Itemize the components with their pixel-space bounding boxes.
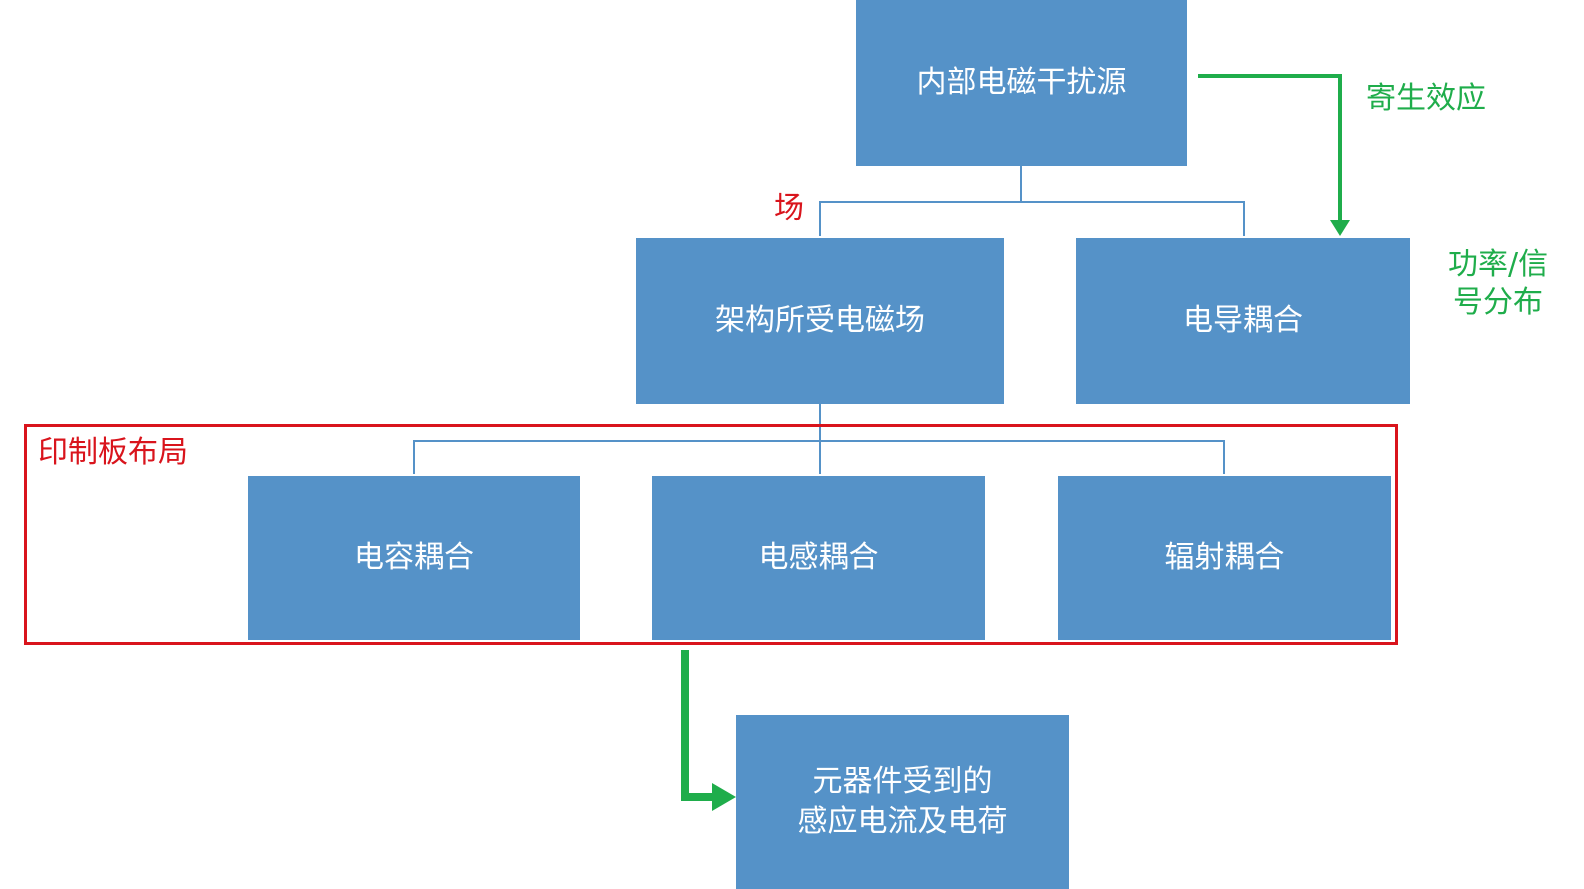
power-signal-line1: 功率/信: [1448, 247, 1549, 282]
result-node-line2: 感应电流及电荷: [797, 804, 1008, 839]
parasitic-arrowhead: [1330, 220, 1350, 236]
result-arrow: [681, 650, 714, 801]
source-node: 内部电磁干扰源: [856, 0, 1187, 166]
conductive-coupling-node: 电导耦合: [1076, 238, 1410, 404]
pcb-layout-label: 印制板布局: [38, 435, 188, 470]
inductive-coupling-node: 电感耦合: [652, 476, 985, 640]
field-label: 场: [774, 191, 804, 226]
power-signal-label: 功率/信 号分布: [1448, 246, 1548, 322]
connector-level2-bar: [819, 201, 1245, 236]
capacitive-coupling-text: 电容耦合: [354, 540, 474, 575]
radiative-coupling-text: 辐射耦合: [1164, 540, 1285, 575]
connector-level3-bar: [413, 440, 1225, 474]
field-node: 架构所受电磁场: [636, 238, 1004, 404]
conductive-coupling-text: 电导耦合: [1183, 303, 1303, 338]
parasitic-arrow: [1198, 74, 1342, 222]
result-arrowhead: [712, 783, 736, 811]
result-node-line1: 元器件受到的: [812, 764, 993, 799]
power-signal-line2: 号分布: [1453, 285, 1544, 320]
radiative-coupling-node: 辐射耦合: [1058, 476, 1391, 640]
field-node-text: 架构所受电磁场: [715, 303, 925, 338]
parasitic-effect-label: 寄生效应: [1366, 81, 1486, 116]
inductive-coupling-text: 电感耦合: [758, 540, 879, 575]
capacitive-coupling-node: 电容耦合: [248, 476, 580, 640]
result-node: 元器件受到的 感应电流及电荷: [736, 715, 1069, 889]
source-node-text: 内部电磁干扰源: [916, 65, 1127, 100]
pcb-layout-frame: [24, 424, 1398, 645]
